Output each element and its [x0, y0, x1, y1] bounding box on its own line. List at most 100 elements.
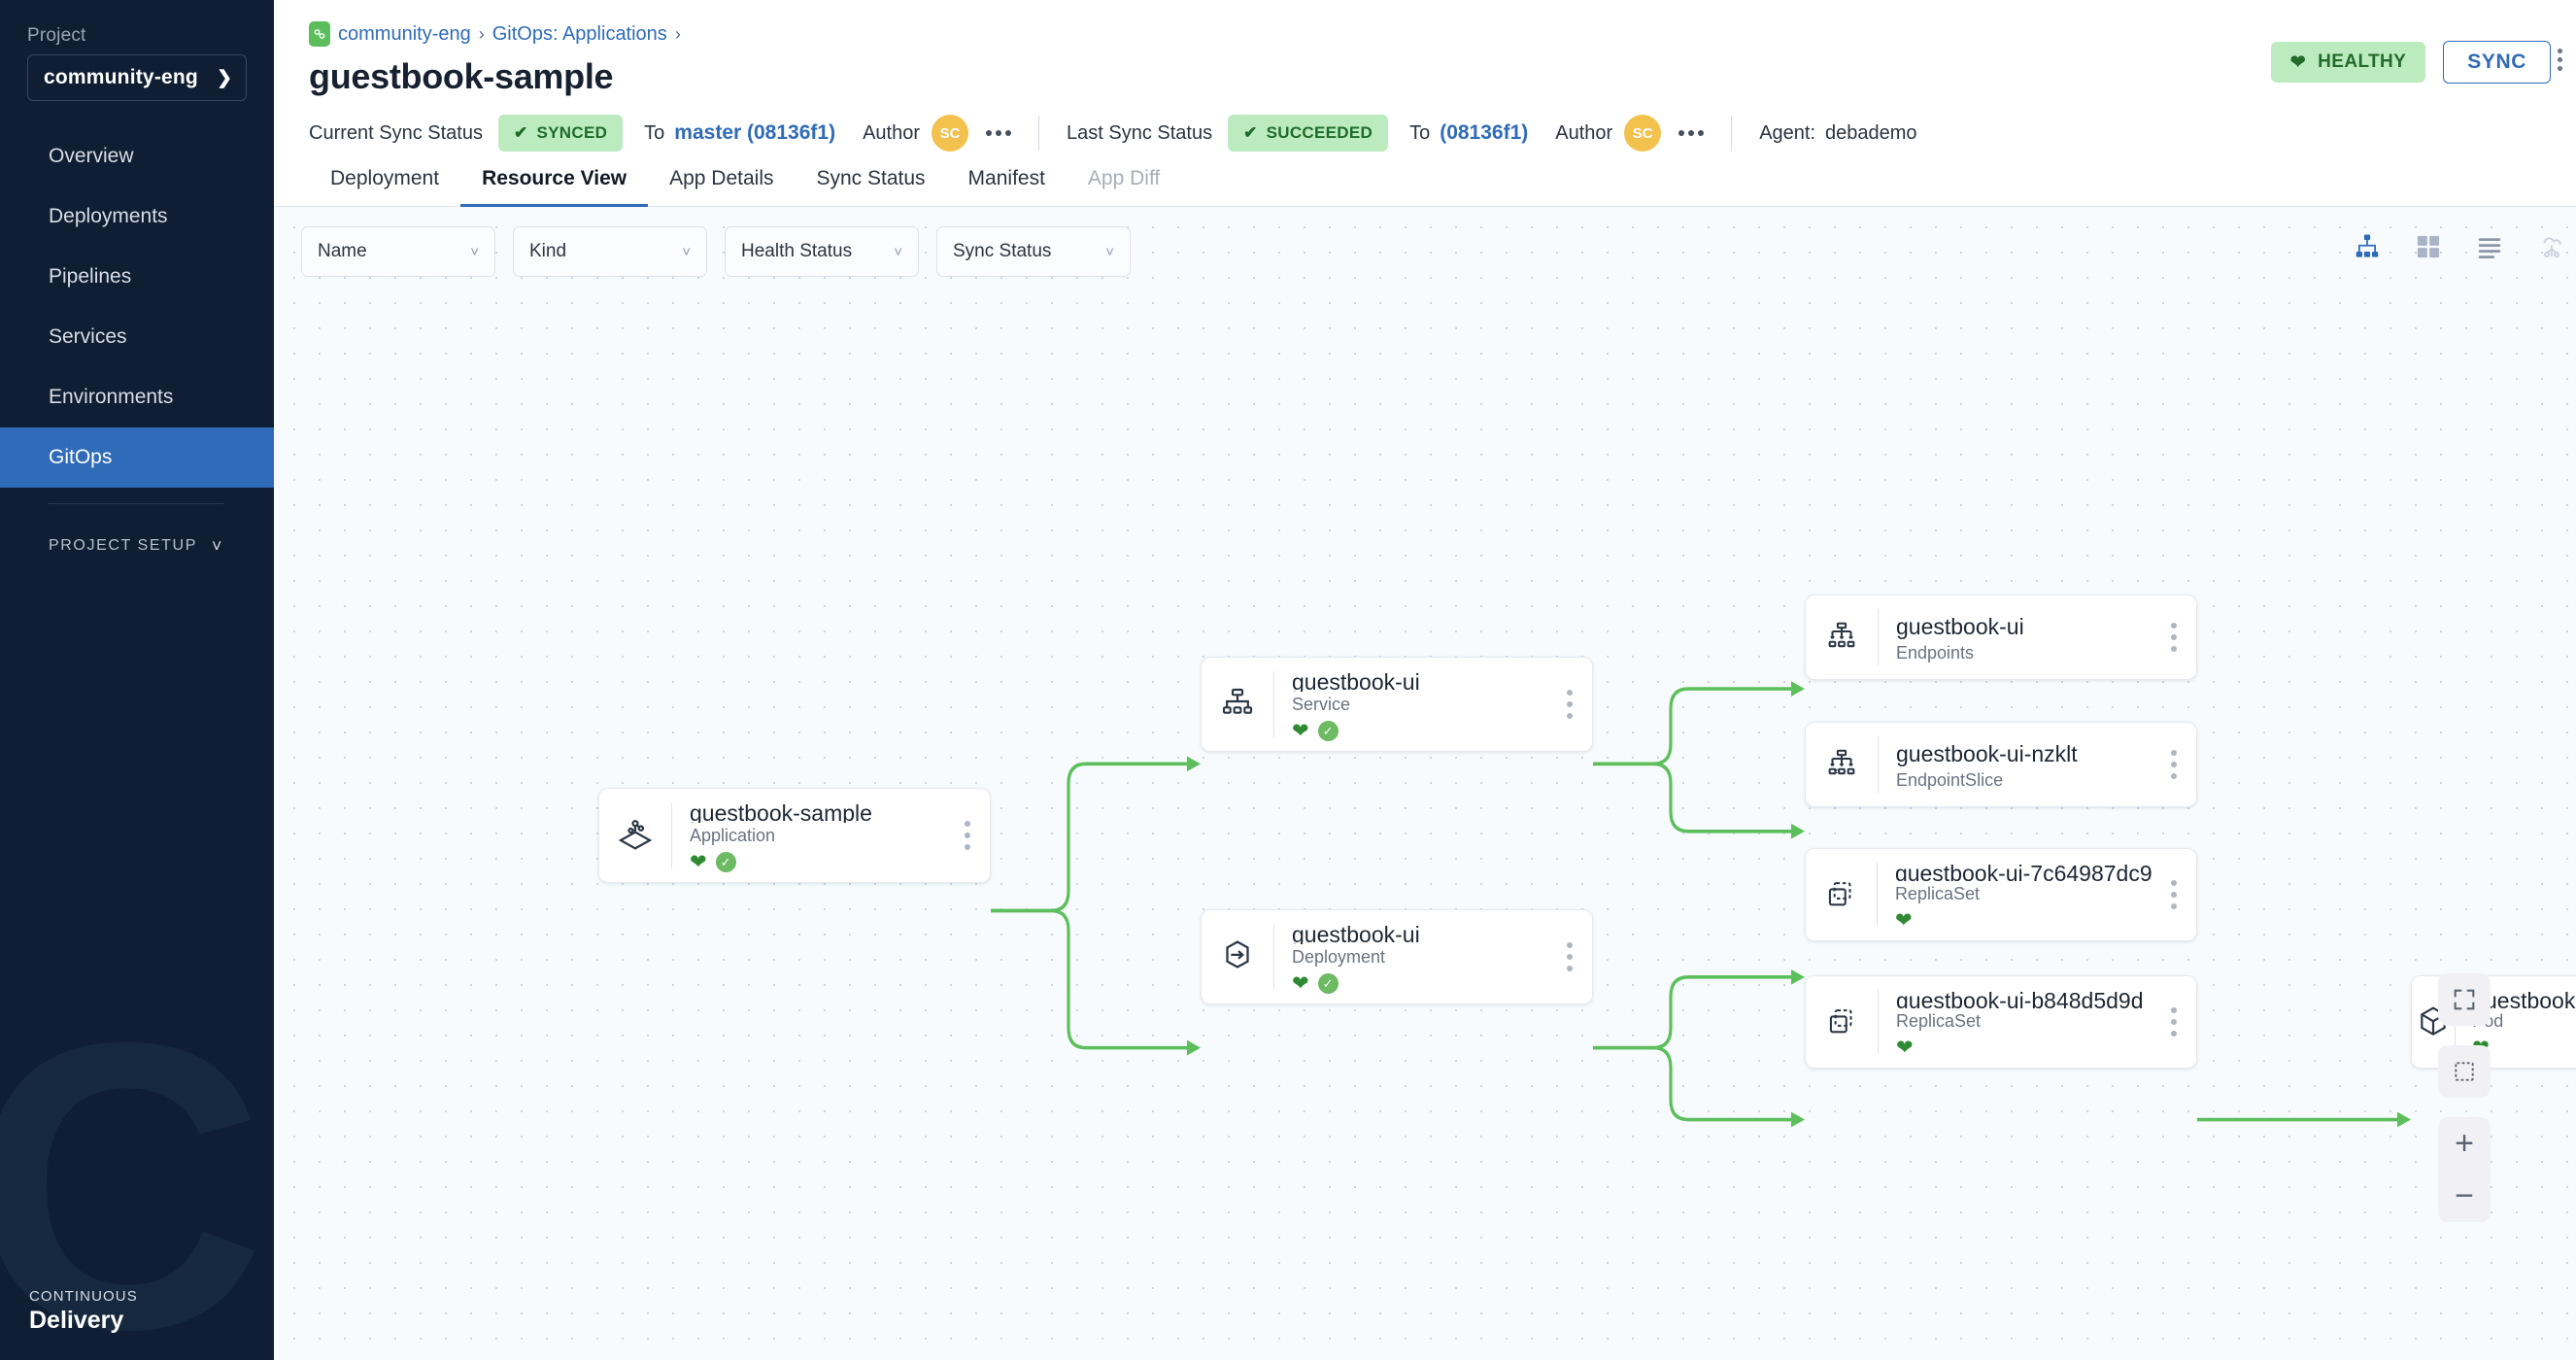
- last-sync-more-icon[interactable]: [1678, 130, 1705, 136]
- current-sync-more-icon[interactable]: [986, 130, 1011, 136]
- health-status-badge: ❤ HEALTHY: [2270, 42, 2426, 83]
- main-content: community-eng › GitOps: Applications › g…: [274, 0, 2576, 1360]
- node-menu-icon[interactable]: [1547, 658, 1592, 751]
- chevron-down-icon: ˅: [682, 243, 691, 260]
- node-name: guestbook-sample: [690, 800, 872, 823]
- current-author-label: Author: [863, 121, 920, 144]
- project-selector[interactable]: community-eng ❯: [27, 54, 247, 101]
- resource-graph-canvas[interactable]: Name ˅ Kind ˅ Health Status ˅ Sync Statu…: [274, 207, 2576, 1360]
- node-menu-icon[interactable]: [2152, 976, 2196, 1068]
- filter-health-status[interactable]: Health Status ˅: [725, 226, 919, 277]
- fit-screen-icon[interactable]: [2438, 973, 2491, 1026]
- sidebar-item-gitops[interactable]: GitOps: [0, 427, 274, 488]
- node-kind: Application: [690, 826, 776, 845]
- tab-manifest[interactable]: Manifest: [967, 167, 1045, 189]
- graph-node-endpoints[interactable]: guestbook-ui Endpoints: [1805, 595, 2197, 680]
- graph-node-pod[interactable]: guestbook-ui-b848d5d9… Pod ❤: [2411, 975, 2576, 1069]
- breadcrumb-link-applications[interactable]: GitOps: Applications: [491, 22, 667, 45]
- project-label: Project: [27, 25, 86, 46]
- filter-kind[interactable]: Kind ˅: [513, 226, 707, 277]
- node-name: guestbook-ui-b848d5d9…: [2472, 988, 2576, 1008]
- node-menu-icon[interactable]: [2152, 849, 2196, 940]
- sidebar-item-label: Services: [49, 325, 127, 348]
- deployment-icon: [1202, 910, 1273, 1003]
- tree-view-icon[interactable]: [2353, 232, 2382, 266]
- graph-node-deployment[interactable]: guestbook-ui Deployment ❤ ✓: [1201, 909, 1593, 1004]
- node-kind: Deployment: [1292, 947, 1386, 967]
- sidebar-item-deployments[interactable]: Deployments: [0, 187, 274, 247]
- last-revision-link[interactable]: (08136f1): [1440, 121, 1529, 144]
- brand-line-2: Delivery: [29, 1307, 124, 1334]
- current-sync-status-label: Current Sync Status: [309, 121, 483, 144]
- tab-sync-status[interactable]: Sync Status: [816, 167, 926, 189]
- breadcrumb-separator: ›: [478, 23, 485, 44]
- graph-node-replicaset-1[interactable]: guestbook-ui-7c64987dc9 ReplicaSet ❤: [1805, 848, 2197, 941]
- header-actions: ❤ HEALTHY SYNC: [2270, 41, 2551, 84]
- chevron-down-icon: ˅: [894, 243, 902, 260]
- sidebar-item-environments[interactable]: Environments: [0, 367, 274, 427]
- node-menu-icon[interactable]: [2152, 723, 2196, 806]
- list-view-icon[interactable]: [2475, 232, 2504, 266]
- sidebar-item-services[interactable]: Services: [0, 307, 274, 367]
- page-header: community-eng › GitOps: Applications › g…: [274, 0, 2576, 97]
- breadcrumb-link-project[interactable]: community-eng: [338, 22, 471, 45]
- tab-resource-view[interactable]: Resource View: [460, 167, 649, 207]
- header-overflow-menu-icon[interactable]: [2554, 45, 2566, 75]
- network-view-icon[interactable]: [2537, 232, 2566, 266]
- node-kind: ReplicaSet: [1896, 1011, 1982, 1031]
- tab-deployment[interactable]: Deployment: [330, 167, 440, 189]
- project-badge-icon: [309, 21, 330, 47]
- zoom-controls: + −: [2438, 973, 2491, 1222]
- sidebar-section-label: PROJECT SETUP: [49, 537, 197, 554]
- zoom-in-icon[interactable]: +: [2455, 1124, 2474, 1162]
- health-icon: ❤: [1894, 909, 1913, 932]
- sync-status-bar: Current Sync Status ✔ SYNCED To master (…: [274, 97, 2576, 167]
- sidebar-nav: Overview Deployments Pipelines Services …: [0, 126, 274, 488]
- agent-label: Agent:: [1759, 121, 1816, 144]
- sidebar-section-project-setup[interactable]: PROJECT SETUP ˅: [0, 526, 274, 566]
- filter-label: Name: [318, 241, 367, 261]
- node-menu-icon[interactable]: [2152, 595, 2196, 679]
- filter-label: Sync Status: [953, 241, 1052, 261]
- current-revision-link[interactable]: master (08136f1): [674, 121, 836, 144]
- zoom-out-icon[interactable]: −: [2455, 1176, 2474, 1214]
- tab-bar: Deployment Resource View App Details Syn…: [274, 167, 2576, 207]
- graph-node-service[interactable]: guestbook-ui Service ❤ ✓: [1201, 657, 1593, 752]
- health-icon: ❤: [690, 851, 707, 873]
- synced-icon: ✓: [715, 852, 736, 872]
- filter-sync-status[interactable]: Sync Status ˅: [936, 226, 1131, 277]
- select-region-icon[interactable]: [2438, 1045, 2491, 1098]
- node-divider: [1273, 671, 1274, 737]
- status-divider: [1038, 116, 1039, 151]
- endpoints-icon: [1806, 595, 1878, 679]
- filter-name[interactable]: Name ˅: [301, 226, 495, 277]
- node-menu-icon[interactable]: [945, 789, 990, 882]
- resource-graph: guestbook-sample Application ❤ ✓: [274, 207, 2576, 1360]
- last-sync-status-badge: ✔ SUCCEEDED: [1228, 115, 1389, 152]
- current-to-label: To: [644, 121, 665, 144]
- node-divider: [1878, 990, 1879, 1054]
- graph-node-application[interactable]: guestbook-sample Application ❤ ✓: [598, 788, 991, 883]
- node-kind: EndpointSlice: [1896, 769, 2004, 790]
- node-divider: [1878, 609, 1879, 665]
- filter-bar: Name ˅ Kind ˅ Health Status ˅ Sync Statu…: [301, 226, 1131, 277]
- view-mode-toggles: [2353, 232, 2566, 266]
- current-author-avatar: SC: [932, 115, 968, 152]
- last-to-label: To: [1409, 121, 1431, 144]
- filter-label: Health Status: [741, 241, 853, 261]
- synced-icon: ✓: [1317, 973, 1339, 994]
- last-sync-status-value: SUCCEEDED: [1266, 123, 1373, 142]
- tab-app-details[interactable]: App Details: [669, 167, 774, 189]
- grid-view-icon[interactable]: [2415, 233, 2442, 265]
- sidebar-item-pipelines[interactable]: Pipelines: [0, 247, 274, 307]
- synced-icon: ✓: [1317, 721, 1339, 741]
- sidebar-item-overview[interactable]: Overview: [0, 126, 274, 187]
- endpointslice-icon: [1806, 723, 1878, 806]
- sidebar-item-label: Environments: [49, 386, 174, 408]
- health-icon: ❤: [1896, 1037, 1914, 1059]
- graph-node-endpointslice[interactable]: guestbook-ui-nzklt EndpointSlice: [1805, 722, 2197, 807]
- graph-node-replicaset-2[interactable]: guestbook-ui-b848d5d9d ReplicaSet ❤: [1805, 975, 2197, 1069]
- sidebar-item-label: Deployments: [49, 205, 168, 227]
- node-menu-icon[interactable]: [1547, 910, 1592, 1003]
- sync-button[interactable]: SYNC: [2443, 41, 2551, 84]
